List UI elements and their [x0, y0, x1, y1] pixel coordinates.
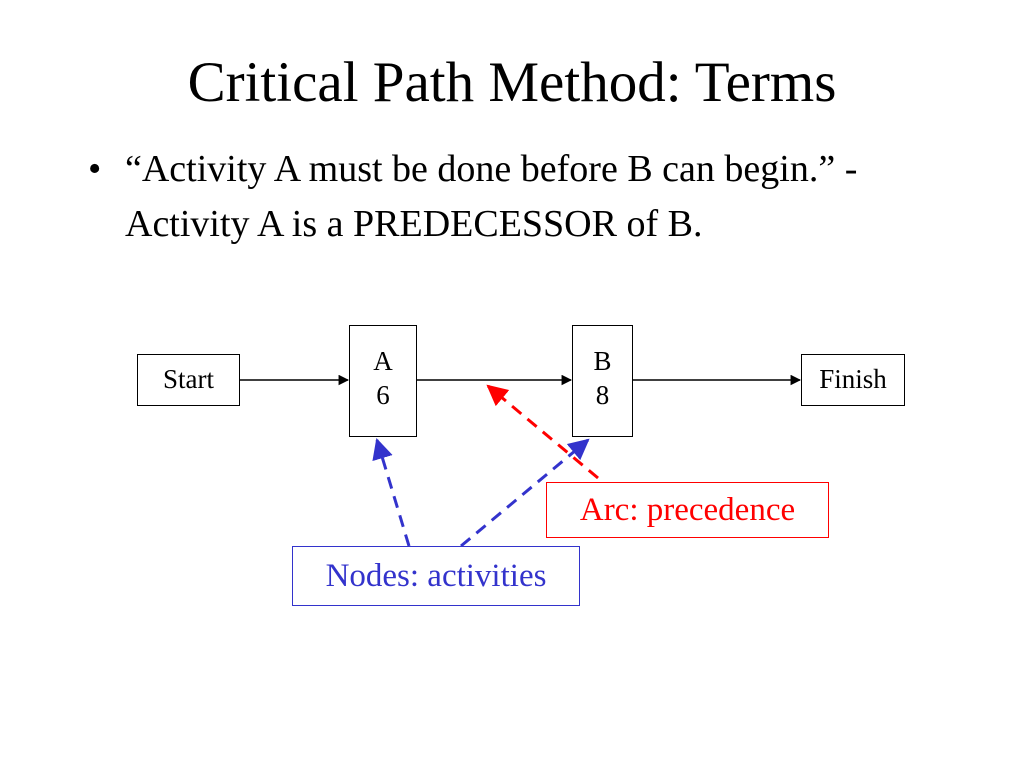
node-finish-label: Finish	[819, 364, 887, 394]
node-start: Start	[137, 354, 240, 406]
node-a-duration: 6	[376, 380, 390, 410]
node-b-label: B	[593, 346, 612, 376]
node-b-duration: 8	[595, 380, 610, 410]
node-activity-a: A 6	[349, 325, 417, 437]
bullet-item: • “Activity A must be done before B can …	[88, 142, 968, 252]
bullet-text: “Activity A must be done before B can be…	[125, 148, 858, 245]
slide-title: Critical Path Method: Terms	[187, 51, 837, 114]
node-finish: Finish	[801, 354, 905, 406]
arc-precedence-callout: Arc: precedence	[546, 482, 829, 538]
nodes-callout-pointer-a	[372, 437, 411, 547]
nodes-callout-pointer-b	[460, 438, 590, 548]
node-a-label: A	[373, 346, 393, 376]
arc-callout-pointer	[486, 384, 599, 480]
node-start-label: Start	[163, 364, 214, 394]
bullet-list: • “Activity A must be done before B can …	[88, 142, 968, 252]
bullet-marker: •	[88, 148, 102, 190]
node-activity-b: B 8	[572, 325, 633, 437]
nodes-activities-callout: Nodes: activities	[292, 546, 580, 606]
